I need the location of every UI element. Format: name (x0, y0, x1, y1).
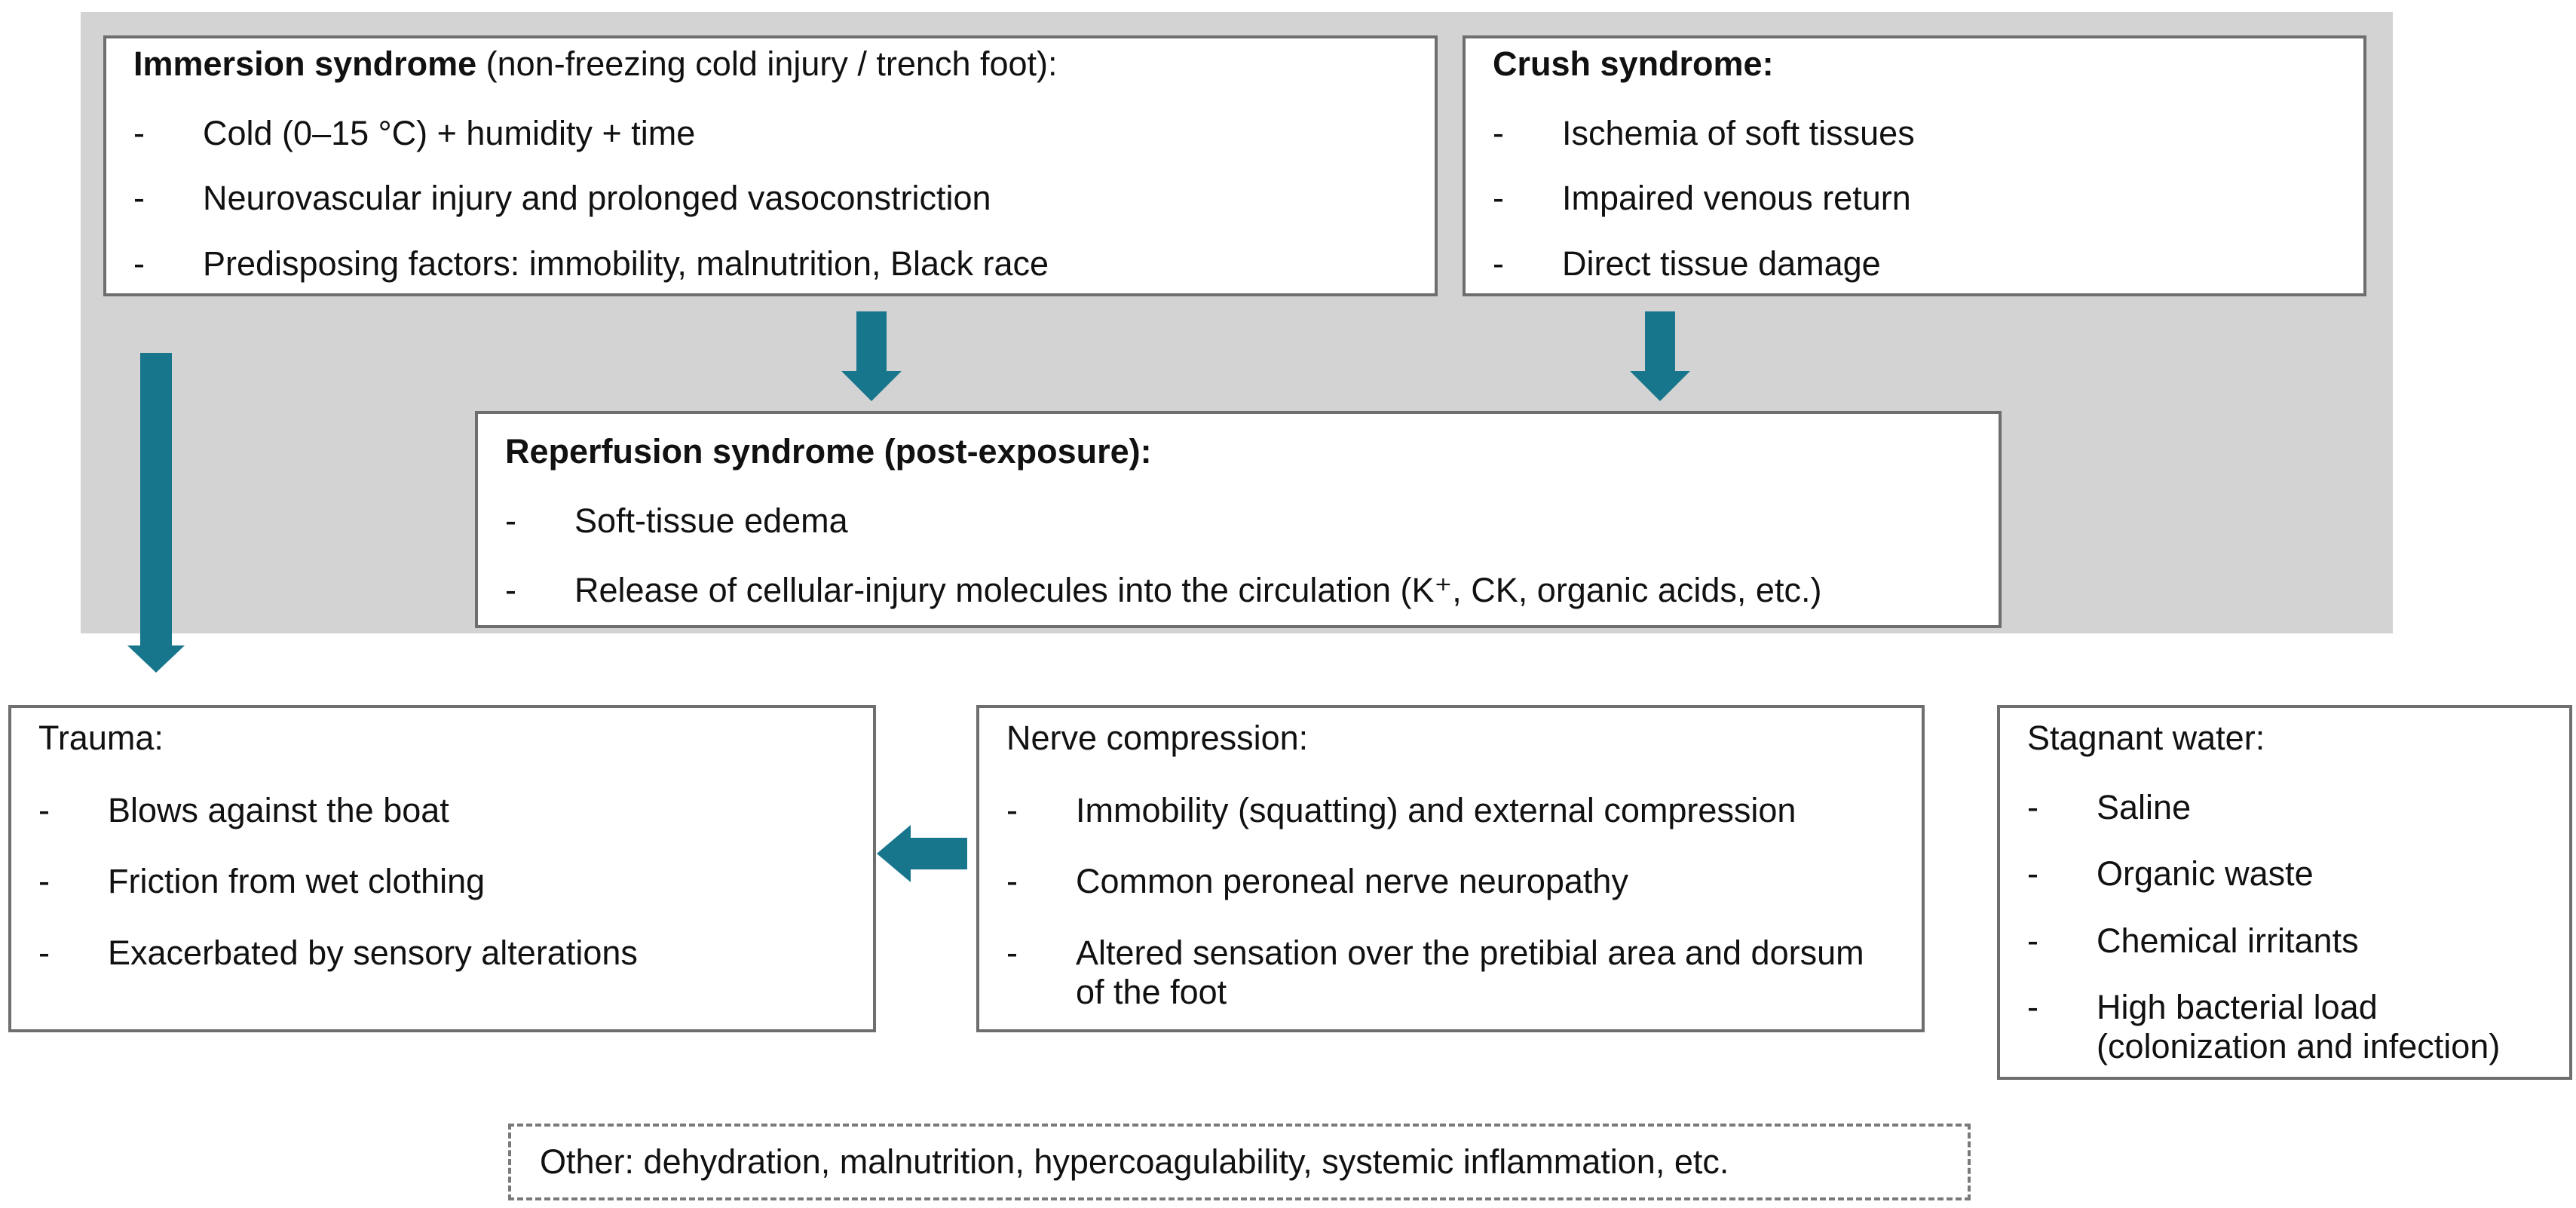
bullet-text: Organic waste (2097, 854, 2314, 894)
arrow-shaft (911, 838, 967, 869)
list-item: - Impaired venous return (1493, 179, 2336, 218)
list-item: - Saline (2027, 788, 2542, 827)
other-factors-text: Other: dehydration, malnutrition, hyperc… (540, 1142, 1729, 1181)
arrow-head (1630, 371, 1690, 401)
reperfusion-syndrome-title: Reperfusion syndrome (post-exposure): (505, 432, 1152, 471)
list-item: - Common peroneal nerve neuropathy (1006, 862, 1894, 901)
bullet-dash: - (1493, 179, 1504, 218)
bullet-dash: - (133, 114, 145, 153)
crush-syndrome-box: Crush syndrome: - Ischemia of soft tissue… (1463, 35, 2366, 296)
bullet-text: Exacerbated by sensory alterations (108, 933, 638, 972)
crush-syndrome-title: Crush syndrome: (1493, 44, 1774, 83)
bullet-text: Predisposing factors: immobility, malnut… (203, 244, 1049, 283)
trauma-title: Trauma: (38, 719, 164, 757)
bullet-dash: - (505, 501, 516, 541)
arrow-left-nerve-to-trauma-icon (877, 825, 967, 882)
bullet-dash: - (1006, 862, 1018, 901)
arrow-head (127, 645, 185, 673)
list-item: - Immobility (squatting) and external com… (1006, 791, 1894, 830)
immersion-syndrome-box: Immersion syndrome (non-freezing cold in… (103, 35, 1438, 296)
other-factors-box: Other: dehydration, malnutrition, hyperc… (508, 1124, 1971, 1200)
bullet-text: Release of cellular-injury molecules int… (574, 571, 1822, 610)
arrow-down-immersion-to-trauma-icon (127, 353, 185, 673)
list-item: - Neurovascular injury and prolonged vaso… (133, 179, 1407, 218)
bullet-text: Chemical irritants (2097, 921, 2359, 960)
bullet-text: Cold (0–15 °C) + humidity + time (203, 114, 696, 153)
stagnant-water-title: Stagnant water: (2027, 719, 2265, 757)
bullet-dash: - (38, 862, 50, 901)
list-item: - Ischemia of soft tissues (1493, 114, 2336, 153)
bullet-dash: - (38, 791, 50, 830)
bullet-dash: - (133, 179, 145, 218)
bullet-text: Neurovascular injury and prolonged vasoc… (203, 179, 991, 218)
bullet-text: Immobility (squatting) and external comp… (1076, 791, 1796, 830)
list-item: - Organic waste (2027, 854, 2542, 894)
arrow-head (877, 825, 911, 882)
bullet-dash: - (38, 933, 50, 972)
bullet-dash: - (2027, 987, 2038, 1026)
immersion-title-rest: (non-freezing cold injury / trench foot)… (476, 44, 1058, 83)
list-item: - Chemical irritants (2027, 921, 2542, 961)
list-item: - Friction from wet clothing (38, 862, 846, 901)
bullet-dash: - (2027, 788, 2038, 827)
bullet-dash: - (1006, 791, 1018, 830)
arrow-shaft (856, 311, 887, 371)
immersion-title-bold: Immersion syndrome (133, 44, 477, 83)
bullet-text: Blows against the boat (108, 791, 449, 830)
bullet-dash: - (2027, 921, 2038, 960)
bullet-dash: - (505, 571, 516, 610)
bullet-text: Saline (2097, 788, 2192, 827)
arrow-down-immersion-to-reperfusion-icon (841, 311, 902, 401)
bullet-dash: - (1006, 933, 1018, 972)
list-item: - Soft-tissue edema (505, 501, 1971, 541)
bullet-text: High bacterial load (colonization and in… (2097, 987, 2501, 1065)
bullet-text: Direct tissue damage (1562, 244, 1881, 283)
arrow-shaft (1645, 311, 1675, 371)
list-item: - Altered sensation over the pretibial ar… (1006, 934, 1894, 1012)
list-item: - Direct tissue damage (1493, 244, 2336, 284)
arrow-shaft (140, 353, 172, 645)
list-item: - Predisposing factors: immobility, malnu… (133, 244, 1407, 284)
stagnant-water-box: Stagnant water: - Saline - Organic waste -… (1997, 705, 2572, 1080)
bullet-text: Common peroneal nerve neuropathy (1076, 862, 1628, 901)
list-item: - Cold (0–15 °C) + humidity + time (133, 114, 1407, 153)
immersion-syndrome-title: Immersion syndrome (non-freezing cold in… (133, 44, 1407, 84)
bullet-text: Friction from wet clothing (108, 862, 485, 901)
bullet-text: Soft-tissue edema (574, 501, 848, 541)
arrow-down-crush-to-reperfusion-icon (1630, 311, 1690, 401)
bullet-text: Altered sensation over the pretibial are… (1076, 933, 1864, 1011)
list-item: - Blows against the boat (38, 791, 846, 830)
trauma-box: Trauma: - Blows against the boat - Frictio… (8, 705, 876, 1032)
bullet-dash: - (1493, 244, 1504, 283)
arrow-head (841, 371, 902, 401)
list-item: - Exacerbated by sensory alterations (38, 934, 846, 973)
bullet-dash: - (133, 244, 145, 283)
nerve-compression-title: Nerve compression: (1006, 719, 1309, 757)
bullet-text: Ischemia of soft tissues (1562, 114, 1915, 153)
bullet-dash: - (1493, 114, 1504, 153)
bullet-dash: - (2027, 854, 2038, 894)
bullet-text: Impaired venous return (1562, 179, 1911, 218)
list-item: - High bacterial load (colonization and i… (2027, 988, 2542, 1066)
reperfusion-syndrome-box: Reperfusion syndrome (post-exposure): - S… (475, 411, 2002, 628)
nerve-compression-box: Nerve compression: - Immobility (squattin… (976, 705, 1925, 1032)
list-item: - Release of cellular-injury molecules in… (505, 571, 1971, 610)
